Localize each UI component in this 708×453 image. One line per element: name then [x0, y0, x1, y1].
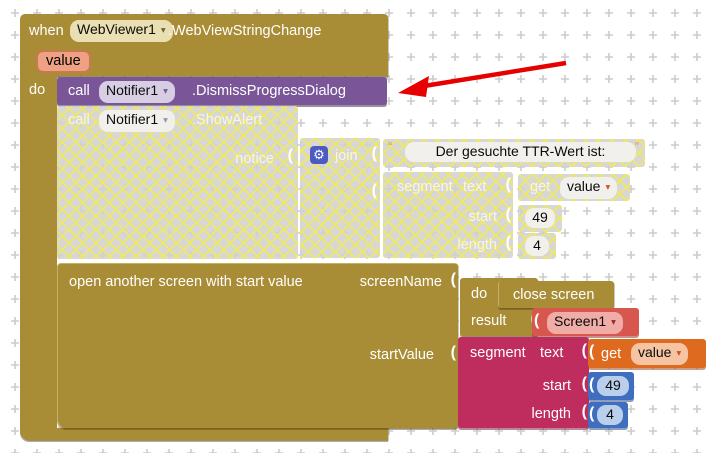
do-label: do — [471, 286, 488, 302]
screen-name-socket-notch: ( — [450, 271, 456, 288]
start-socket-notch: ( — [581, 375, 587, 392]
close-quote-icon: ” — [634, 139, 639, 154]
component-dropdown-label: WebViewer1 — [77, 21, 156, 37]
length-socket-label: length — [457, 237, 497, 253]
call-keyword: call — [68, 112, 90, 128]
result-socket-label: result — [471, 313, 507, 329]
chevron-down-icon: ▾ — [611, 317, 616, 328]
open-quote-icon: “ — [388, 139, 393, 154]
do-label: do — [29, 82, 46, 98]
start-socket-label: start — [468, 209, 497, 225]
call-show-alert-block-disabled[interactable]: call Notifier1 ▾ .ShowAlert notice ( — [57, 106, 298, 259]
start-socket-notch: ( — [505, 206, 511, 223]
open-screen-label: open another screen with start value — [69, 274, 303, 290]
screen-name-socket-label: screenName — [359, 274, 442, 290]
length-socket-label: length — [531, 406, 571, 422]
chevron-down-icon: ▾ — [676, 348, 682, 359]
plug-notch: ( — [589, 405, 595, 422]
text-socket-label: text — [540, 345, 564, 361]
start-value-socket-notch: ( — [450, 344, 456, 361]
chevron-down-icon: ▾ — [605, 182, 611, 193]
component-dropdown-notifier1[interactable]: Notifier1 ▾ — [99, 110, 175, 132]
join-socket-notch-1: ( — [371, 145, 377, 162]
number-value-field[interactable]: 49 — [525, 208, 555, 228]
when-block-do-column[interactable]: do — [20, 76, 57, 428]
call-keyword: call — [68, 83, 90, 99]
number-block-49-disabled[interactable]: 49 — [518, 205, 562, 232]
text-socket-label: text — [463, 179, 487, 195]
text-socket-notch: ( — [505, 176, 511, 193]
chevron-down-icon: ▾ — [160, 25, 166, 36]
join-label: join — [335, 148, 358, 164]
text-socket-notch: ( — [581, 342, 587, 359]
component-dropdown-label: Notifier1 — [106, 111, 159, 127]
component-dropdown-label: Notifier1 — [106, 82, 159, 98]
text-string-block-disabled[interactable]: “ Der gesuchte TTR-Wert ist: ” — [383, 139, 645, 167]
screen-name-dropdown-block[interactable]: ( Screen1 ▾ — [532, 308, 639, 336]
join-socket-notch-2: ( — [371, 182, 377, 199]
event-param-value-chip[interactable]: value — [36, 50, 91, 73]
when-block-bottom-edge — [20, 428, 388, 440]
chevron-down-icon: ▾ — [163, 115, 168, 126]
component-dropdown-webviewer1[interactable]: WebViewer1 ▾ — [70, 20, 173, 42]
number-block-4-disabled[interactable]: 4 — [518, 233, 556, 259]
screen-dropdown-label: Screen1 — [554, 313, 607, 329]
start-socket-label: start — [542, 378, 571, 394]
notice-socket-label: notice — [235, 151, 274, 167]
number-block-49[interactable]: ( 49 — [588, 372, 634, 400]
plug-notch: ( — [589, 376, 595, 393]
string-value-field[interactable]: Der gesuchte TTR-Wert ist: — [405, 142, 636, 162]
plug-notch: ( — [534, 312, 540, 329]
mutator-gear-icon[interactable]: ⚙ — [310, 146, 328, 164]
get-variable-block-disabled[interactable]: get value ▾ — [518, 174, 630, 201]
number-value-field[interactable]: 4 — [597, 405, 623, 425]
segment-block-disabled[interactable]: segment text ( start ( length ( — [383, 172, 513, 258]
event-name-label: .WebViewStringChange — [168, 23, 322, 39]
notice-socket-notch: ( — [287, 147, 293, 164]
when-keyword: when — [29, 23, 64, 39]
segment-label: segment — [397, 179, 453, 195]
when-event-block-header[interactable]: when WebViewer1 ▾ .WebViewStringChange va… — [20, 14, 388, 76]
join-text-block-disabled[interactable]: ⚙ join ( ( — [300, 138, 380, 258]
segment-label: segment — [470, 345, 526, 361]
variable-dropdown-value[interactable]: value ▾ — [560, 177, 618, 199]
length-socket-notch: ( — [581, 403, 587, 420]
call-dismiss-progress-dialog-block[interactable]: call Notifier1 ▾ .DismissProgressDialog — [57, 77, 387, 105]
segment-block[interactable]: segment text ( start ( length ( — [458, 337, 589, 428]
open-another-screen-block[interactable]: open another screen with start value scr… — [57, 263, 458, 428]
number-block-4[interactable]: ( 4 — [588, 402, 628, 428]
variable-dropdown-label: value — [567, 178, 601, 194]
number-value-field[interactable]: 49 — [597, 376, 629, 396]
method-name-label: .DismissProgressDialog — [192, 83, 346, 99]
method-name-label: .ShowAlert — [192, 112, 263, 128]
get-keyword: get — [601, 346, 622, 362]
chevron-down-icon: ▾ — [163, 86, 168, 97]
get-keyword: get — [530, 179, 551, 195]
get-variable-block[interactable]: ( get value ▾ — [588, 339, 706, 368]
length-socket-notch: ( — [505, 234, 511, 251]
start-value-socket-label: startValue — [369, 347, 434, 363]
screen-dropdown[interactable]: Screen1 ▾ — [547, 312, 623, 334]
variable-dropdown-value[interactable]: value ▾ — [631, 343, 689, 365]
variable-dropdown-label: value — [638, 344, 672, 360]
component-dropdown-notifier1[interactable]: Notifier1 ▾ — [99, 81, 175, 103]
number-value-field[interactable]: 4 — [525, 236, 549, 256]
close-screen-label: close screen — [513, 287, 595, 303]
close-screen-block[interactable]: close screen — [498, 281, 614, 308]
plug-notch: ( — [589, 343, 595, 360]
